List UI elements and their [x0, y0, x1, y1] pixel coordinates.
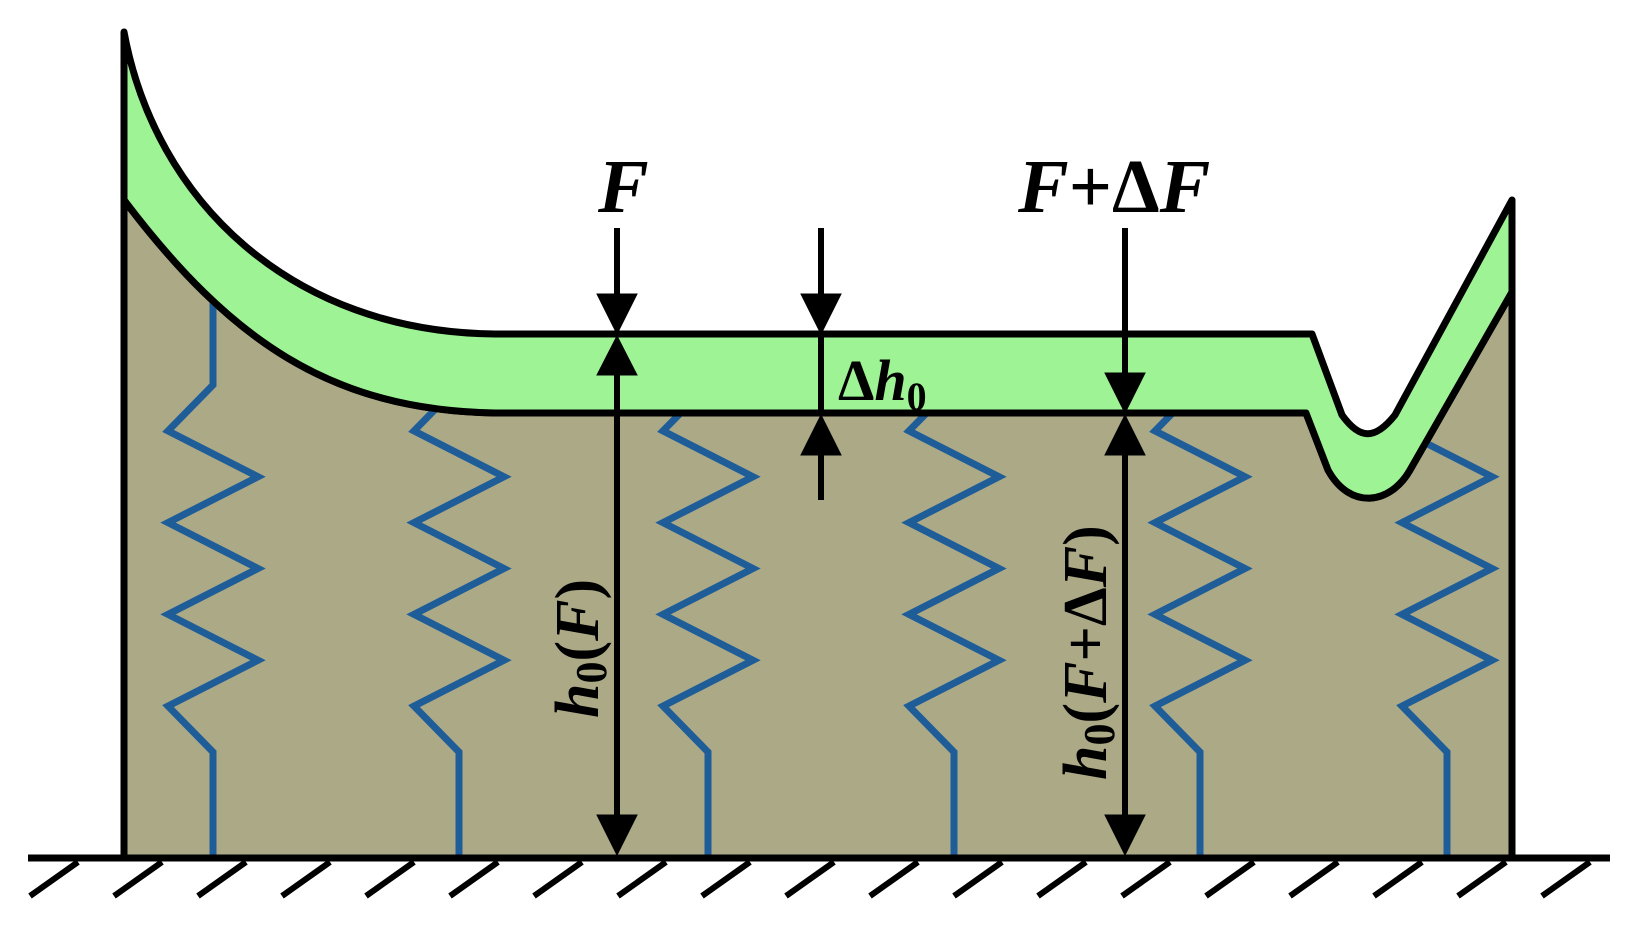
ground-hatch-mark [448, 859, 500, 899]
label-delta-h0: Δh0 [838, 348, 927, 419]
thin-film-layer [120, 28, 1516, 502]
h0F-arrow-up-head [596, 334, 638, 376]
label-force-F-plus-dF: F+ΔF [1017, 145, 1210, 229]
ground-hatch-mark [1372, 859, 1424, 899]
ground-hatch-mark [1036, 859, 1088, 899]
ground-hatch-mark [364, 859, 416, 899]
delta-h0-top-head [800, 293, 842, 336]
ground-hatch-mark [532, 859, 584, 899]
dimension-arrows [596, 228, 1146, 857]
force-arrow-right-head [1104, 372, 1146, 415]
ground-hatch-mark [700, 859, 752, 899]
ground-hatch-mark [1288, 859, 1340, 899]
ground-hatch-mark [616, 859, 668, 899]
ground-hatch-mark [196, 859, 248, 899]
ground-hatch-mark [112, 859, 164, 899]
ground-hatch-mark [1120, 859, 1172, 899]
h0F-arrow-down-head [596, 814, 638, 857]
force-arrow-left-head [596, 293, 638, 336]
ground-hatch-mark [784, 859, 836, 899]
h0FdF-arrow-down-head [1104, 814, 1146, 857]
ground-hatch-mark [868, 859, 920, 899]
ground-hatch-mark [952, 859, 1004, 899]
spring-2 [406, 376, 512, 858]
label-h0-of-F: h0(F) [544, 579, 616, 718]
ground-hatch-mark [1204, 859, 1256, 899]
ground-hatching [28, 859, 1592, 899]
ground-hatch-mark [1456, 859, 1508, 899]
h0FdF-arrow-up-head [1104, 413, 1146, 456]
label-force-F: F [597, 145, 649, 229]
ground-hatch-mark [28, 859, 80, 899]
ground-hatch-mark [280, 859, 332, 899]
spring-1 [160, 300, 266, 858]
label-h0-of-F-plus-dF: h0(F+ΔF) [1052, 525, 1124, 780]
ground-hatch-mark [1540, 859, 1592, 899]
